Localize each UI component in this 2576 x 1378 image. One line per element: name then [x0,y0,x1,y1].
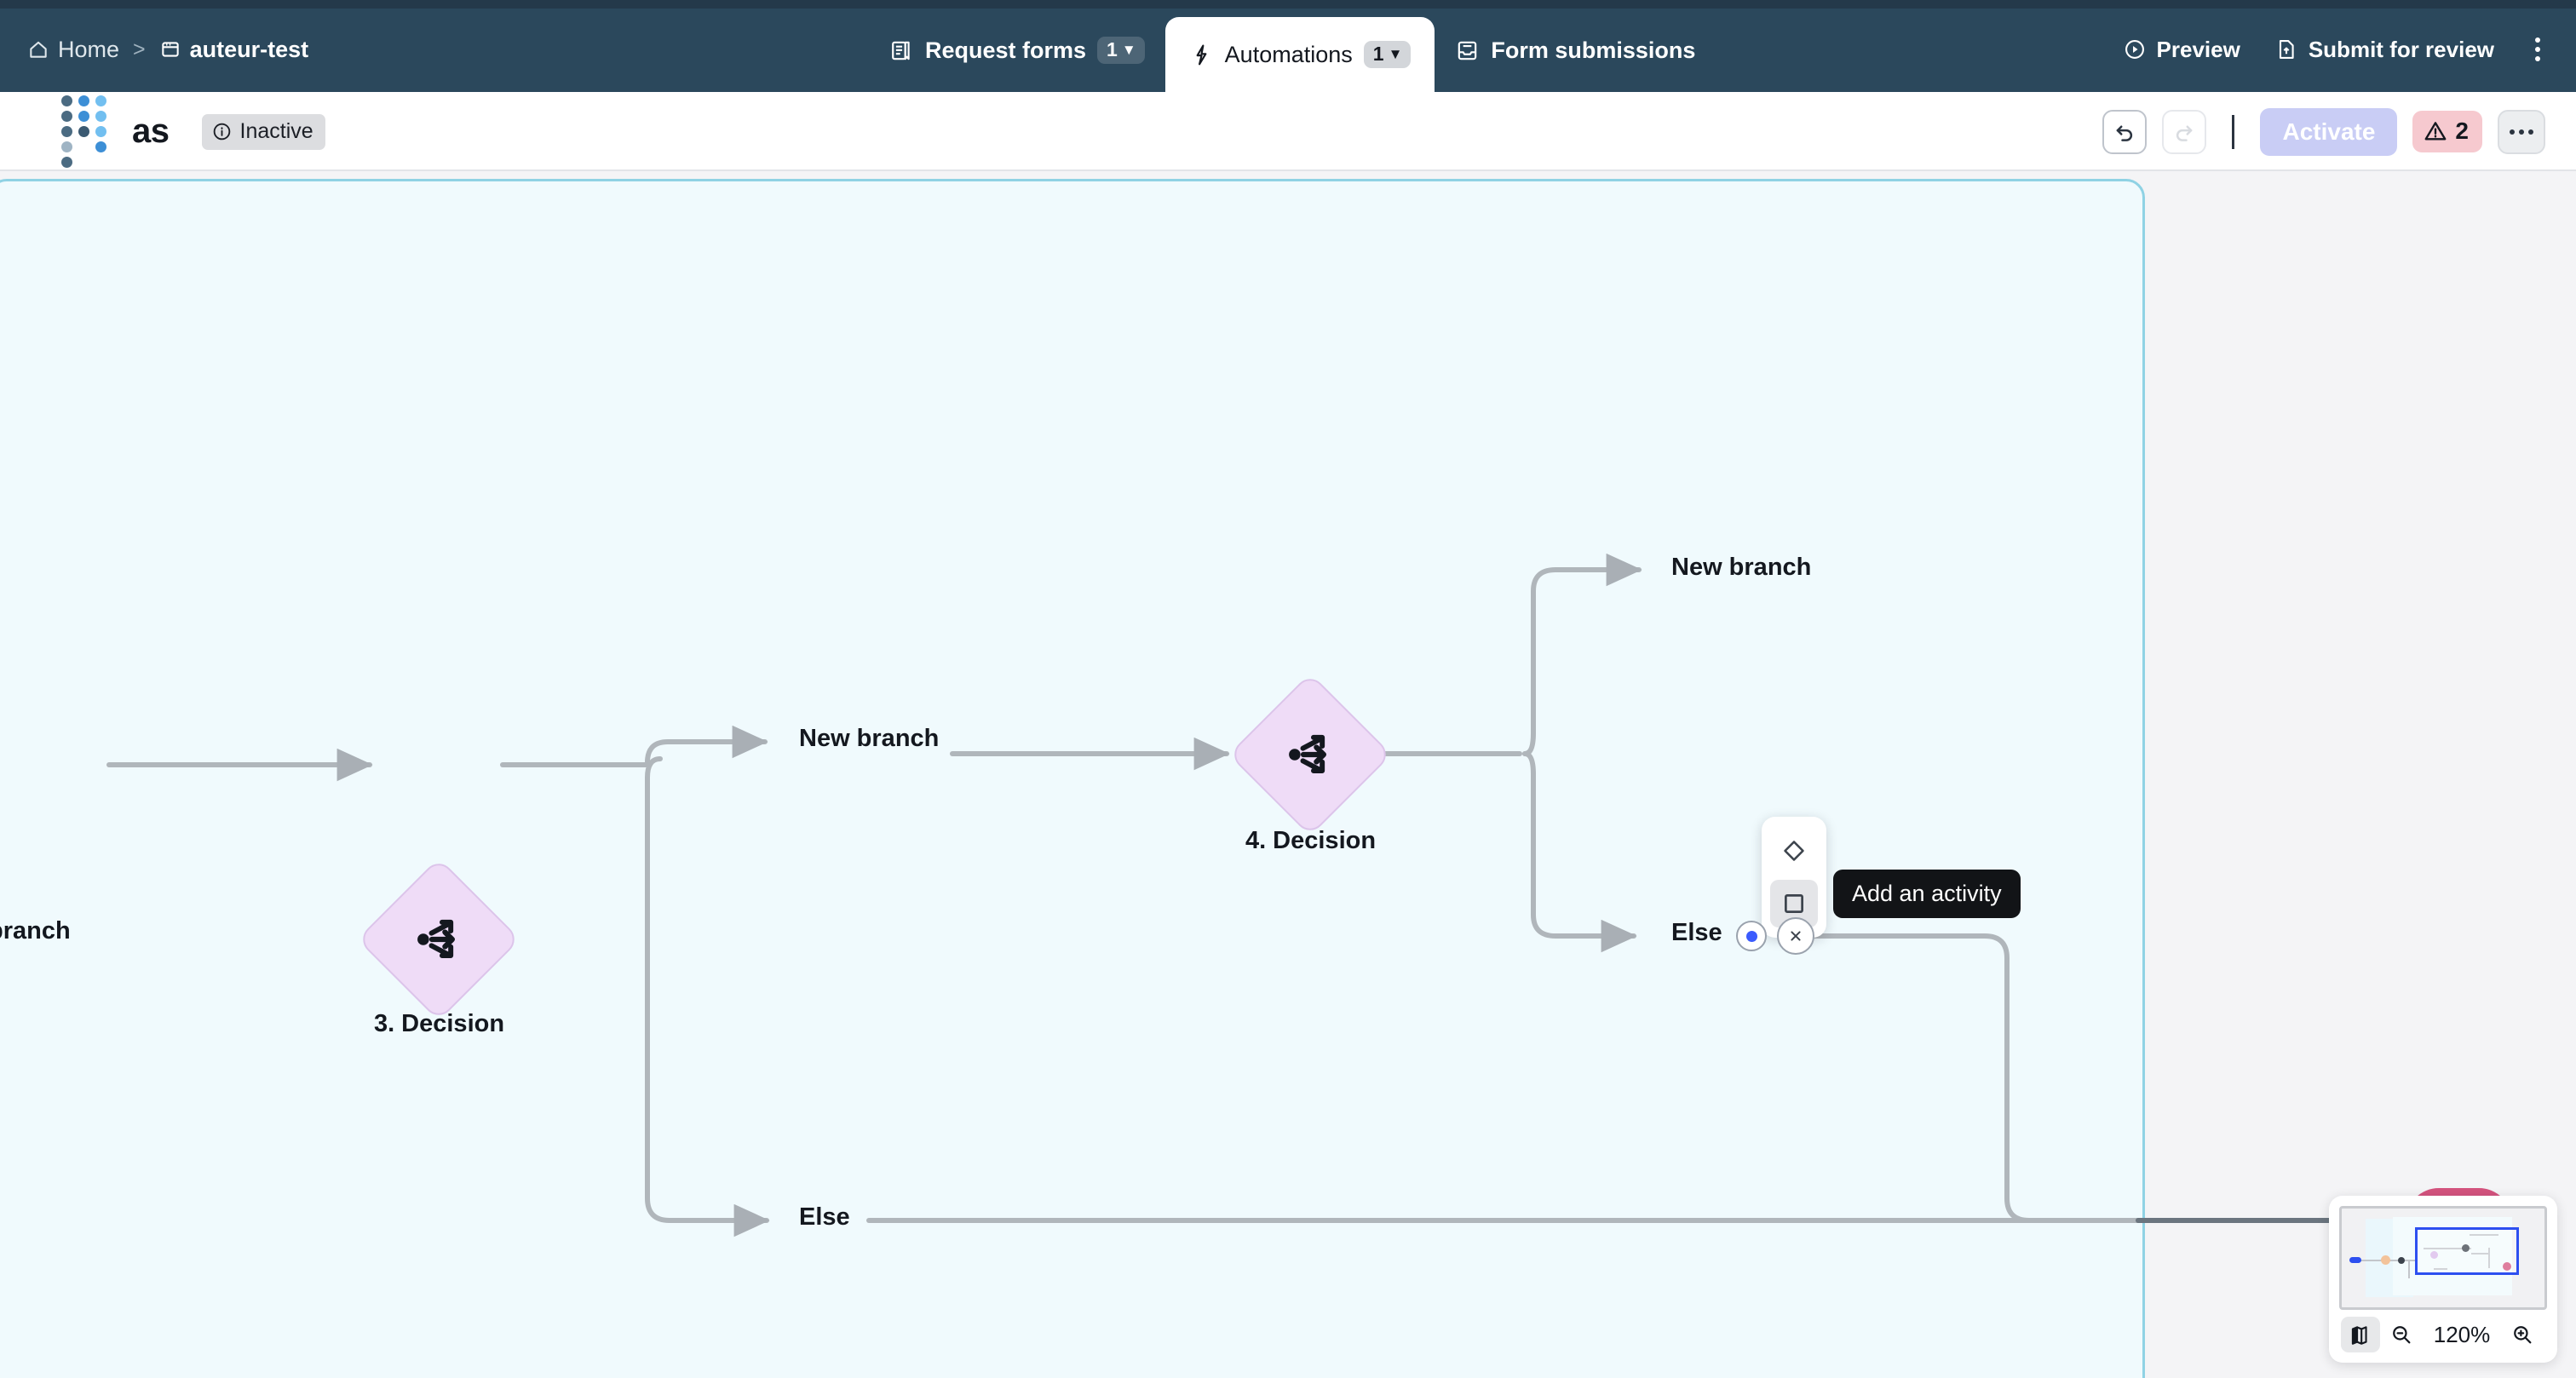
upload-doc-icon [2274,37,2298,61]
minimap-controls: 120% [2339,1317,2547,1352]
close-x-icon [1785,926,1806,946]
automation-diagram-canvas[interactable]: branch 3. Decision New branch Else 4. De… [0,171,2576,1378]
play-circle-icon [2123,37,2147,61]
edge-label-else-2[interactable]: Else [1671,919,1722,947]
activate-button[interactable]: Activate [2260,108,2397,156]
status-badge: Inactive [202,114,325,150]
automations-icon [1189,43,1214,67]
tab-automations[interactable]: Automations 1 ▼ [1165,17,1435,92]
top-navigation-bar: Home > auteur-test Request forms 1 ▼ Aut… [0,0,2576,92]
tab-request-forms[interactable]: Request forms 1 ▼ [869,20,1165,80]
minimap-node [2398,1257,2405,1264]
tab-label-automations: Automations [1225,42,1353,68]
tab-count-value: 1 [1373,44,1384,64]
toolbar-left-group: as Inactive [61,92,325,171]
zoom-in-icon [2510,1323,2534,1346]
edge-label-new-branch-2[interactable]: New branch [1671,554,1811,582]
submit-for-review-label: Submit for review [2309,37,2494,63]
topbar-actions: Preview Submit for review [2123,31,2547,68]
ellipsis-dot [2510,129,2515,135]
undo-icon [2112,119,2137,145]
node-label-decision-4: 4. Decision [1240,827,1381,855]
more-options-button[interactable] [2498,110,2545,154]
main-tabs: Request forms 1 ▼ Automations 1 ▼ Form s… [869,9,1716,92]
add-activity-tooltip: Add an activity [1833,870,2021,918]
ellipsis-dot [2528,129,2533,135]
form-icon [159,38,181,60]
warning-count: 2 [2455,118,2469,145]
tab-count-automations[interactable]: 1 ▼ [1364,41,1412,68]
brand-name: as [132,112,170,151]
preview-button[interactable]: Preview [2123,37,2240,63]
branch-arrows-icon [410,910,468,968]
tab-form-submissions[interactable]: Form submissions [1435,20,1716,80]
warning-badge[interactable]: 2 [2412,111,2482,152]
minimap-edge [2408,1260,2410,1278]
minimap-canvas[interactable] [2339,1206,2547,1310]
tab-count-value: 1 [1107,40,1118,60]
edge-label-else-1[interactable]: Else [799,1203,850,1232]
redo-icon [2171,119,2197,145]
connector-dot-inner [1746,931,1757,942]
zoom-out-button[interactable] [2382,1317,2421,1352]
preview-label: Preview [2157,37,2240,63]
breadcrumb-label-home: Home [58,37,119,63]
chevron-down-icon: ▼ [1389,47,1403,61]
redo-button[interactable] [2162,110,2206,154]
minimap-start-node [2349,1257,2361,1263]
toolbar-right-group: Activate 2 [2102,92,2545,171]
branch-arrows-icon [1281,726,1339,784]
zoom-in-button[interactable] [2503,1317,2542,1352]
square-outline-icon [1780,889,1808,918]
home-icon [27,38,49,60]
breadcrumb-separator: > [133,37,146,62]
editor-toolbar: as Inactive Diagram view Board view [0,92,2576,171]
tab-label-form-submissions: Form submissions [1491,37,1695,64]
node-label-decision-3: 3. Decision [369,1010,509,1038]
chevron-down-icon: ▼ [1122,43,1136,57]
breadcrumb-label-project: auteur-test [190,37,309,63]
form-submissions-icon [1455,38,1480,63]
request-forms-icon [889,38,914,63]
connector-dot-icon[interactable] [1736,921,1767,951]
app-logo-dots [61,95,106,168]
minimap-toggle-icon [2349,1323,2372,1346]
diamond-outline-icon [1780,836,1808,865]
minimap-node [2381,1255,2390,1265]
tab-count-request-forms[interactable]: 1 ▼ [1097,37,1145,64]
minimap-viewport[interactable] [2415,1227,2519,1275]
zoom-level-label: 120% [2423,1322,2501,1348]
submit-for-review-button[interactable]: Submit for review [2274,37,2494,63]
window-top-strip [0,0,2576,9]
tab-label-request-forms: Request forms [925,37,1086,64]
toolbar-divider [2232,115,2234,149]
edge-label-new-branch-1[interactable]: New branch [799,725,939,753]
kebab-menu-icon[interactable] [2528,34,2547,65]
breadcrumb: Home > auteur-test [27,31,308,68]
minimap-panel: 120% [2329,1196,2557,1363]
add-decision-button[interactable] [1770,827,1818,875]
zoom-out-icon [2389,1323,2413,1346]
warning-triangle-icon [2423,118,2448,144]
edge-label-inbound: branch [0,917,71,945]
minimap-toggle-button[interactable] [2341,1317,2380,1352]
close-popup-button[interactable] [1777,917,1814,955]
breadcrumb-item-project[interactable]: auteur-test [159,37,309,63]
ellipsis-dot [2519,129,2524,135]
undo-button[interactable] [2102,110,2147,154]
breadcrumb-item-home[interactable]: Home [27,37,119,63]
info-icon [211,121,233,142]
status-label: Inactive [240,119,313,144]
